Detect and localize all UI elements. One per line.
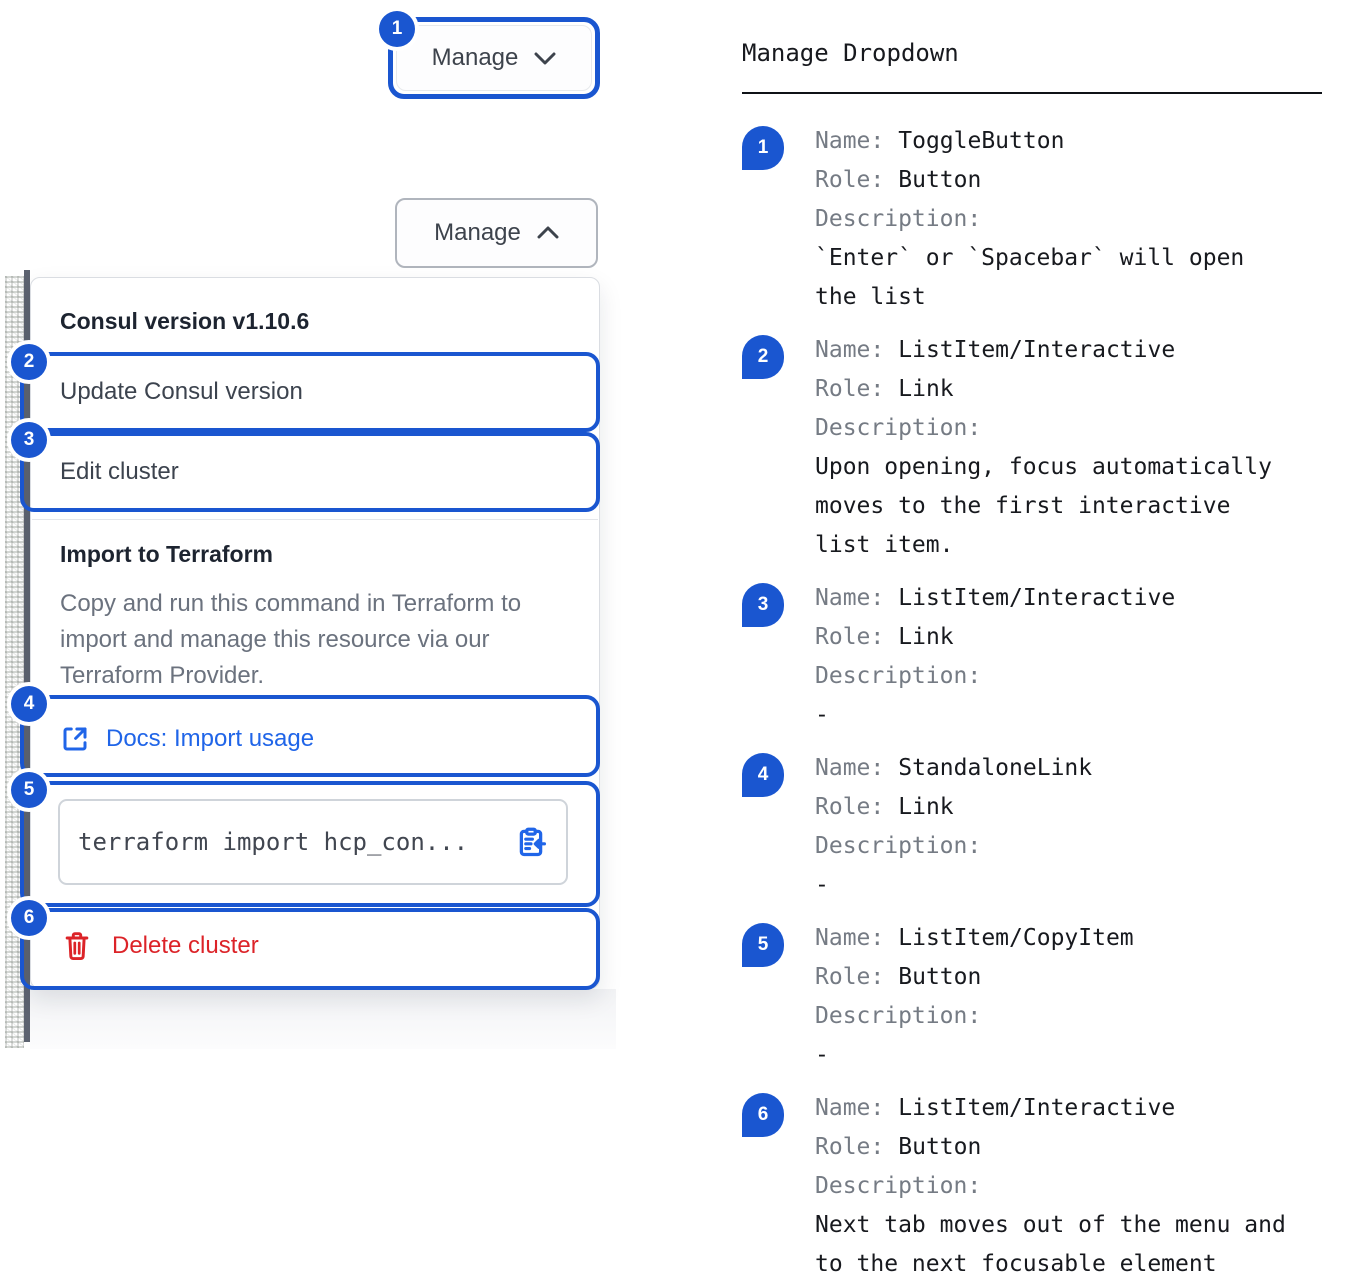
annotation-item-3-number: 3 xyxy=(757,594,769,615)
annotation-item-1-role: Button xyxy=(898,167,982,193)
annotation-ring-docs-link xyxy=(20,695,600,777)
annotation-badge-1: 1 xyxy=(379,11,415,47)
annotation-ring-edit-cluster xyxy=(20,432,600,512)
delete-cluster-label: Delete cluster xyxy=(112,932,259,959)
annotation-item-6: 6 Name:ListItem/Interactive Role:Button … xyxy=(742,1089,1322,1282)
role-label: Role: xyxy=(815,964,885,990)
annotation-item-4-badge: 4 xyxy=(742,753,784,797)
menu-item-edit-cluster[interactable]: Edit cluster xyxy=(60,458,179,485)
manage-toggle-label: Manage xyxy=(431,44,519,71)
annotation-item-6-description: Next tab moves out of the menu and to th… xyxy=(815,1212,1286,1277)
chevron-down-icon xyxy=(534,52,556,65)
annotations-divider xyxy=(742,92,1322,94)
description-label: Description: xyxy=(815,1003,982,1029)
name-label: Name: xyxy=(815,1095,885,1121)
annotation-item-6-role: Button xyxy=(898,1134,982,1160)
name-label: Name: xyxy=(815,585,885,611)
annotation-item-5-number: 5 xyxy=(757,934,769,955)
annotation-item-5-description: - xyxy=(815,1042,829,1068)
role-label: Role: xyxy=(815,624,885,650)
annotation-badge-3: 3 xyxy=(11,422,47,458)
panel-section-divider xyxy=(32,519,598,520)
annotation-ring-delete-cluster xyxy=(20,908,600,990)
torn-edge-noise xyxy=(5,276,24,1048)
annotation-item-2-number: 2 xyxy=(757,346,769,367)
annotation-ring-copy-item xyxy=(20,781,600,907)
annotation-item-2: 2 Name: ListItem/Interactive Role: Link De… xyxy=(742,331,1322,565)
role-label: Role: xyxy=(815,167,885,193)
description-label: Description: xyxy=(815,415,982,441)
external-link-icon xyxy=(63,727,87,751)
annotation-badge-5-number: 5 xyxy=(23,779,35,800)
annotation-badge-6-number: 6 xyxy=(23,907,35,928)
annotation-item-2-role: Link xyxy=(898,376,954,402)
annotation-badge-6: 6 xyxy=(11,900,47,936)
annotation-item-1-description: `Enter` or `Spacebar` will open the list xyxy=(815,245,1245,310)
manage-toggle-button[interactable]: Manage xyxy=(396,25,592,91)
docs-import-usage-label: Docs: Import usage xyxy=(106,725,315,752)
annotation-item-4-number: 4 xyxy=(757,764,769,785)
annotation-badge-1-number: 1 xyxy=(391,18,403,39)
description-label: Description: xyxy=(815,833,982,859)
annotation-item-5: 5 Name: ListItem/CopyItem Role: Button Des… xyxy=(742,919,1322,1075)
annotations-title: Manage Dropdown xyxy=(742,39,959,67)
name-label: Name: xyxy=(815,925,885,951)
consul-version-label: Consul version v1.10.6 xyxy=(60,308,310,334)
annotation-item-2-name: ListItem/Interactive xyxy=(898,337,1176,363)
manage-toggle-expanded-label: Manage xyxy=(434,219,521,246)
annotation-badge-2-number: 2 xyxy=(23,351,35,372)
role-label: Role: xyxy=(815,1134,885,1160)
annotation-item-4-description: - xyxy=(815,872,829,898)
name-label: Name: xyxy=(815,128,885,154)
annotation-item-1-number: 1 xyxy=(757,137,769,158)
description-label: Description: xyxy=(815,206,982,232)
annotation-item-6-name: ListItem/Interactive xyxy=(898,1095,1176,1121)
manage-toggle-button-expanded[interactable]: Manage xyxy=(395,198,598,268)
clipboard-copy-icon[interactable] xyxy=(514,825,548,859)
annotation-badge-5: 5 xyxy=(11,772,47,808)
name-label: Name: xyxy=(815,337,885,363)
annotation-badge-2: 2 xyxy=(11,344,47,380)
annotation-badge-4: 4 xyxy=(11,686,47,722)
description-label: Description: xyxy=(815,1173,982,1199)
annotation-item-5-role: Button xyxy=(898,964,982,990)
annotations-column: Manage Dropdown 1 Name: ToggleButton Role… xyxy=(742,38,1322,1282)
annotation-item-1: 1 Name: ToggleButton Role: Button Descript… xyxy=(742,122,1322,317)
annotation-item-3-badge: 3 xyxy=(742,583,784,627)
annotation-item-3-name: ListItem/Interactive xyxy=(898,585,1176,611)
annotation-item-1-name: ToggleButton xyxy=(898,128,1065,154)
import-to-terraform-description: Copy and run this command in Terraform t… xyxy=(60,590,522,689)
annotation-item-2-badge: 2 xyxy=(742,335,784,379)
annotation-item-4-name: StandaloneLink xyxy=(898,755,1093,781)
menu-item-delete-cluster[interactable]: Delete cluster xyxy=(62,930,259,962)
annotation-item-6-number: 6 xyxy=(757,1104,769,1125)
menu-item-update-consul-version[interactable]: Update Consul version xyxy=(60,378,303,405)
description-label: Description: xyxy=(815,663,982,689)
page-background-remnant xyxy=(30,989,616,1049)
annotation-item-4: 4 Name: StandaloneLink Role: Link Descript… xyxy=(742,749,1322,905)
annotation-item-6-badge: 6 xyxy=(742,1093,784,1137)
annotation-item-3-description: - xyxy=(815,702,829,728)
name-label: Name: xyxy=(815,755,885,781)
annotation-badge-3-number: 3 xyxy=(23,429,35,450)
role-label: Role: xyxy=(815,376,885,402)
annotation-ring-update-consul-version xyxy=(20,352,600,432)
annotation-item-5-badge: 5 xyxy=(742,923,784,967)
trash-icon xyxy=(65,932,89,961)
annotation-item-1-badge: 1 xyxy=(742,126,784,170)
annotation-badge-4-number: 4 xyxy=(23,693,35,714)
chevron-up-icon xyxy=(537,226,559,239)
annotation-ring-toggle: Manage xyxy=(388,17,600,99)
annotation-item-2-description: Upon opening, focus automatically moves … xyxy=(815,454,1272,558)
annotation-item-4-role: Link xyxy=(898,794,954,820)
docs-import-usage-link[interactable]: Docs: Import usage xyxy=(60,724,314,754)
terraform-command-field: terraform import hcp_con... xyxy=(58,799,568,885)
annotation-item-3-role: Link xyxy=(898,624,954,650)
annotation-item-5-name: ListItem/CopyItem xyxy=(898,925,1134,951)
page-edge-bar xyxy=(24,270,30,1042)
annotation-item-3: 3 Name: ListItem/Interactive Role: Link De… xyxy=(742,579,1322,735)
role-label: Role: xyxy=(815,794,885,820)
terraform-command-text: terraform import hcp_con... xyxy=(78,828,469,856)
import-to-terraform-title: Import to Terraform xyxy=(60,541,273,567)
